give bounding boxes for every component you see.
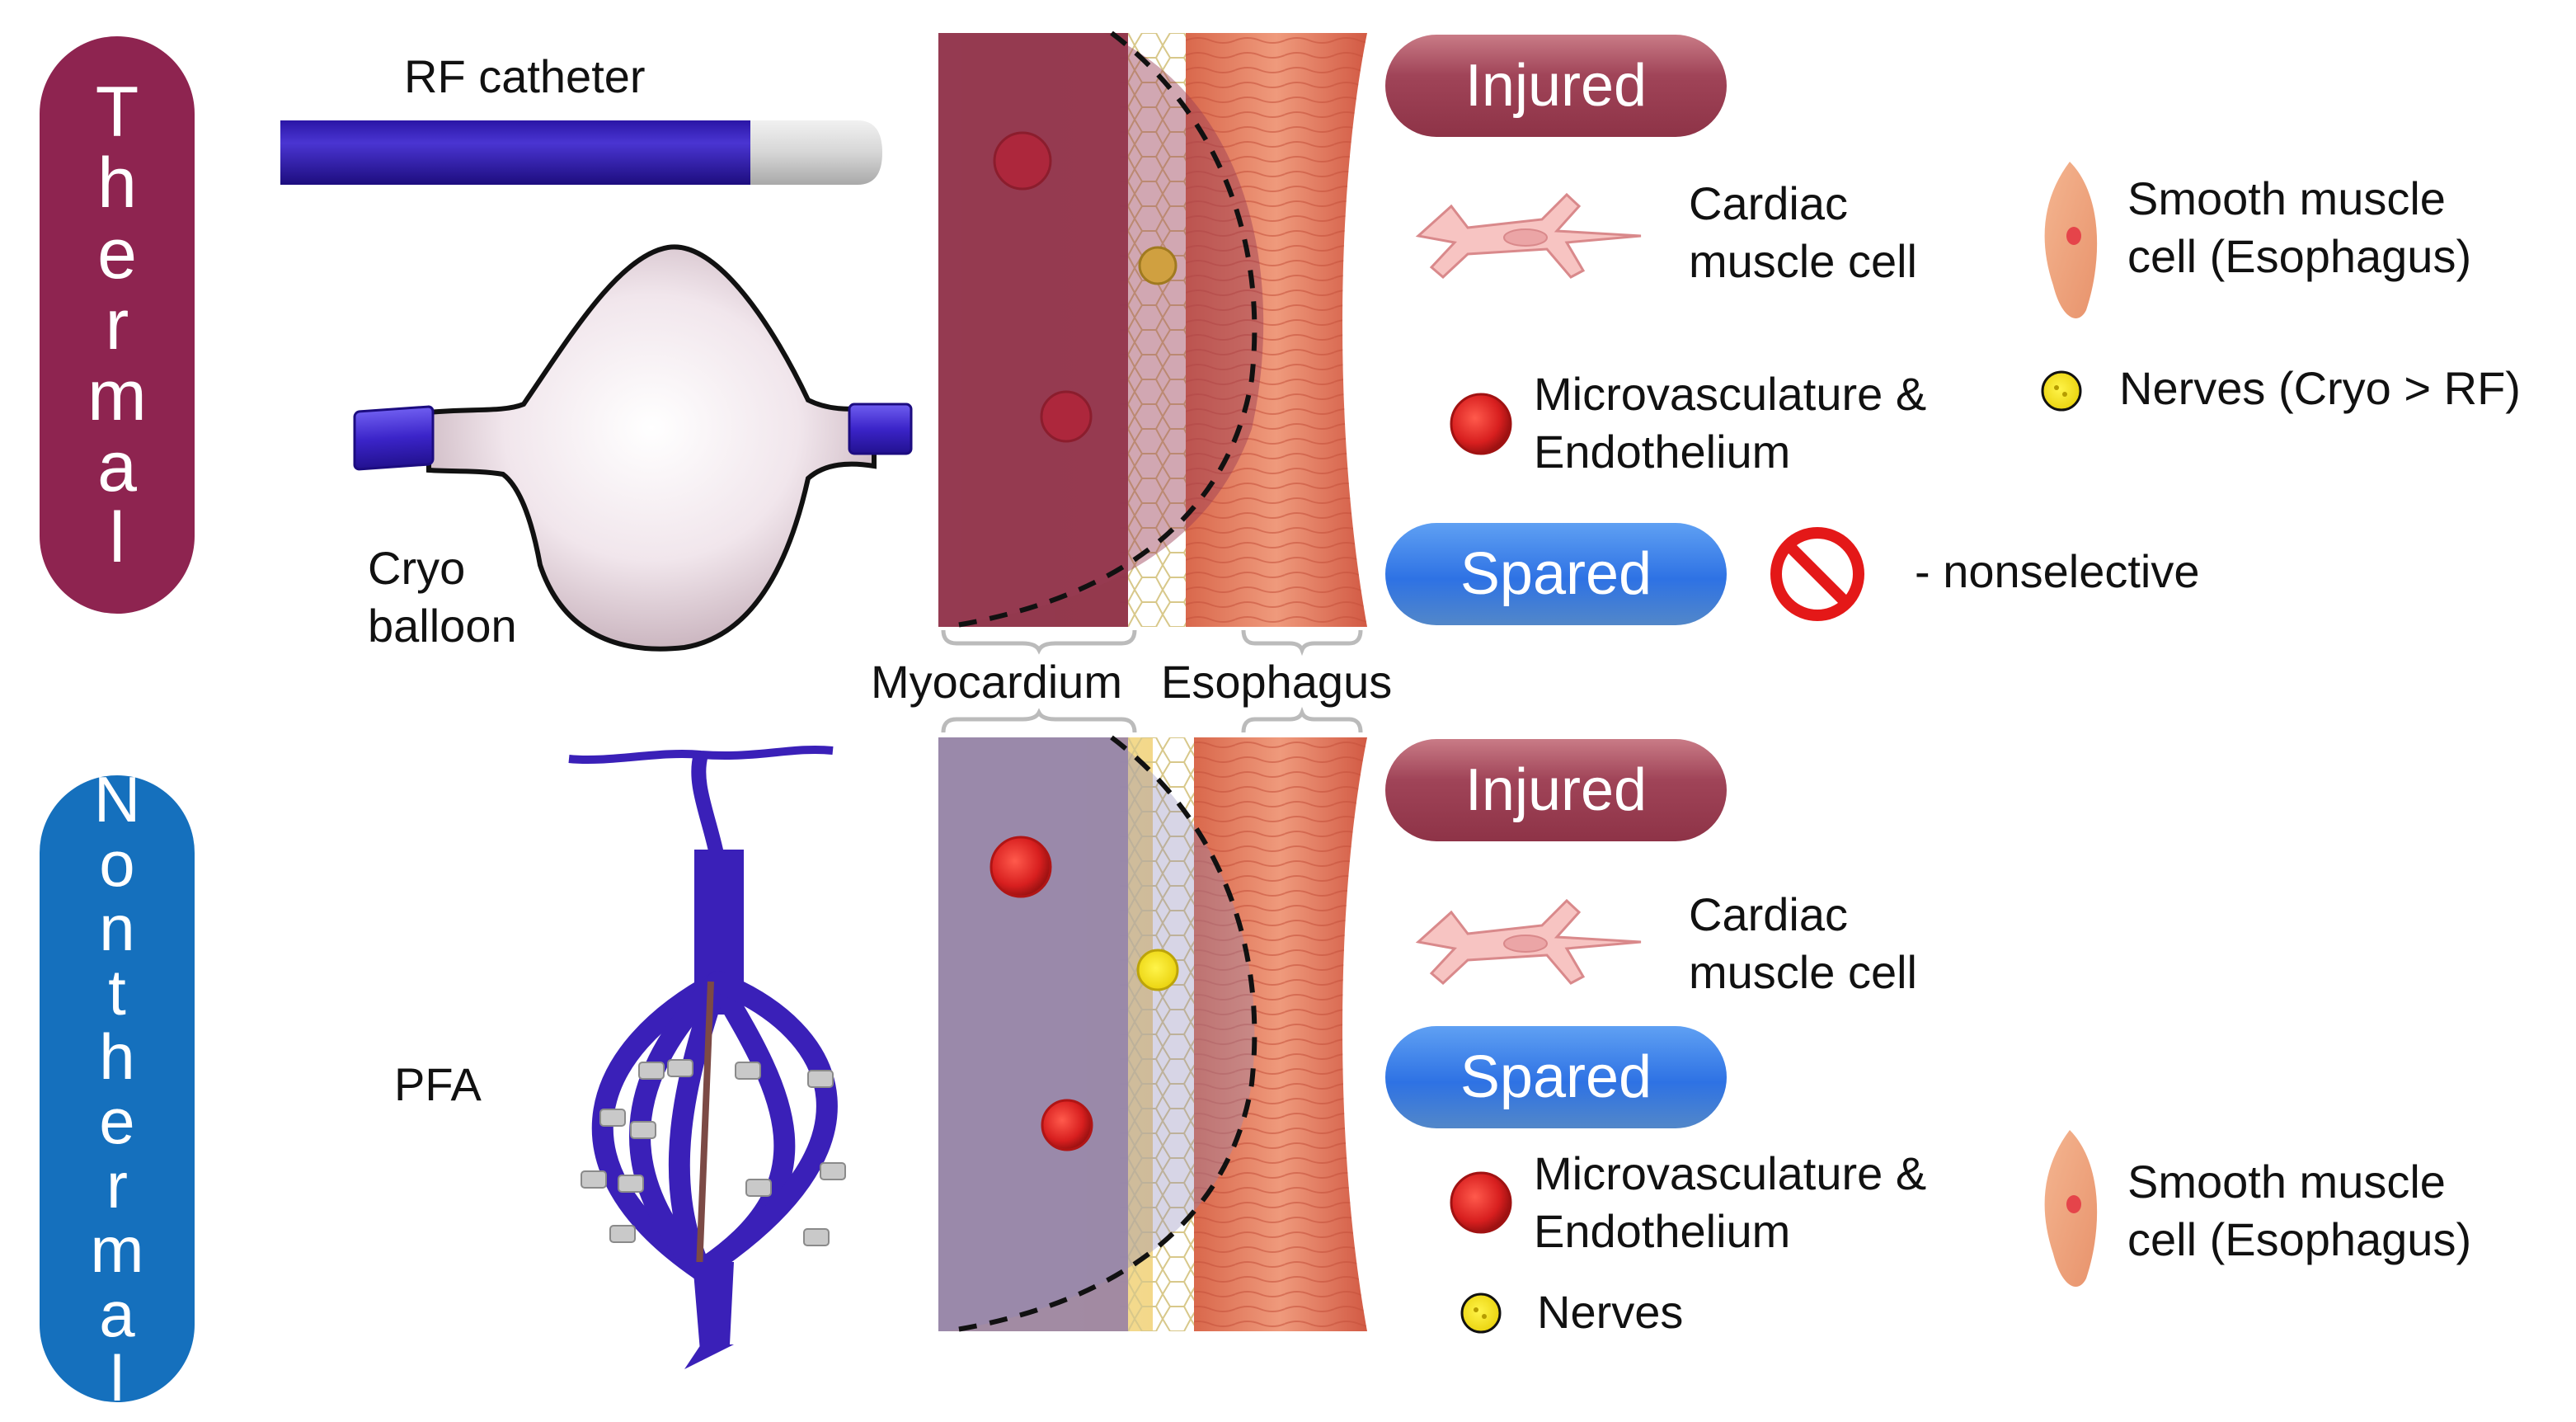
esophagus-brace-lower (1241, 706, 1363, 733)
nonthermal-pill: N o n t h e r m a l (40, 767, 195, 1410)
esophagus-brace (1241, 629, 1363, 657)
nonthermal-letter: r (106, 1149, 128, 1222)
cardiac-muscle-cell-icon (1417, 899, 1643, 985)
thermal-letter: e (97, 214, 137, 294)
nonselective-label: - nonselective (1915, 545, 2200, 597)
thermal-letter: h (97, 144, 137, 223)
prohibit-icon (1770, 527, 1864, 621)
smooth-muscle-cell-icon (2044, 162, 2098, 318)
pfa-catheter-icon (568, 745, 846, 1369)
thermal-letter: m (87, 356, 147, 436)
microvasculature-icon (1450, 393, 1512, 455)
myocardium-brace-lower (941, 708, 1137, 733)
thermal-injured-pill: Injured (1385, 35, 1727, 137)
thermal-pill: T h e r m a l (40, 36, 195, 614)
thermal-tissue-section (938, 31, 1367, 629)
nonthermal-microvasculature-label: Microvasculature & Endothelium (1534, 1147, 1927, 1257)
nonthermal-letter: e (99, 1085, 135, 1157)
nonthermal-letter: n (99, 892, 135, 964)
nerve-icon (1460, 1293, 1502, 1334)
nonthermal-smooth-cell-label: Smooth muscle cell (Esophagus) (2127, 1156, 2472, 1265)
myocardium-brace (941, 629, 1137, 655)
nonthermal-letter: a (99, 1278, 135, 1350)
cryo-balloon-icon (353, 244, 913, 652)
cardiac-muscle-cell-icon (1417, 193, 1643, 279)
thermal-letter: r (105, 285, 129, 365)
smooth-muscle-cell-icon (2044, 1130, 2098, 1287)
nonthermal-nerves-label: Nerves (1537, 1286, 1684, 1338)
thermal-letter: a (97, 427, 137, 506)
thermal-letter: T (95, 73, 139, 152)
rf-catheter-icon (280, 120, 882, 185)
thermal-cardiac-cell-label: Cardiac muscle cell (1689, 177, 1917, 287)
nonthermal-letter: h (99, 1020, 135, 1093)
nonthermal-letter: t (108, 956, 126, 1029)
nonthermal-letter: m (90, 1213, 144, 1286)
nonthermal-letter: l (110, 1342, 125, 1415)
esophagus-label: Esophagus (1161, 656, 1393, 708)
nonthermal-letter: o (99, 827, 135, 900)
nonthermal-injured-pill: Injured (1385, 739, 1727, 841)
nonthermal-spared-pill: Spared (1385, 1026, 1727, 1128)
myocardium-label: Myocardium (871, 656, 1122, 708)
nonthermal-cardiac-cell-label: Cardiac muscle cell (1689, 888, 1917, 998)
nerve-icon (2041, 370, 2082, 412)
nonthermal-letter: N (93, 763, 141, 836)
rf-catheter-label: RF catheter (404, 50, 646, 102)
thermal-spared-pill: Spared (1385, 523, 1727, 625)
microvasculature-icon (1450, 1171, 1512, 1234)
pfa-label: PFA (394, 1058, 482, 1110)
thermal-nerves-label: Nerves (Cryo > RF) (2119, 362, 2521, 414)
thermal-smooth-cell-label: Smooth muscle cell (Esophagus) (2127, 172, 2472, 282)
nonthermal-tissue-section (938, 735, 1367, 1334)
thermal-microvasculature-label: Microvasculature & Endothelium (1534, 368, 1927, 478)
thermal-letter: l (109, 498, 125, 577)
cryo-balloon-label: Cryo balloon (368, 542, 517, 652)
